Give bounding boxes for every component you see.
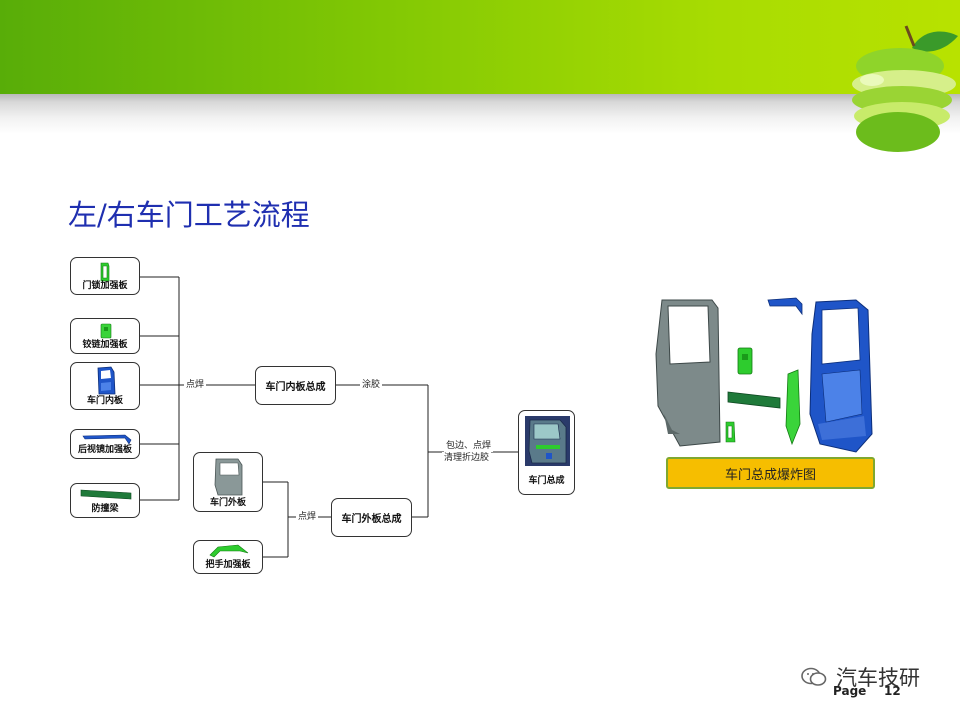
part-node-door-outer-panel: 车门外板 <box>193 452 263 512</box>
hinge-reinforcement-part-icon <box>100 323 112 339</box>
part-node-mirror-reinforcement: 后视镜加强板 <box>70 429 140 459</box>
process-glue: 涂胶 <box>360 379 383 391</box>
watermark-text: 汽车技研 <box>836 666 920 690</box>
mirror-reinforcement-part <box>767 297 803 316</box>
page-number: 12 <box>884 684 901 698</box>
slide-title: 左/右车门工艺流程 <box>68 198 310 232</box>
part-node-door-inner-panel: 车门内板 <box>70 362 140 410</box>
wechat-icon <box>801 667 827 686</box>
process-weld-outer: 点焊 <box>296 511 319 523</box>
process-final-line2: 清理折边胶 <box>442 452 492 464</box>
process-weld-inner: 点焊 <box>184 379 207 391</box>
lock-reinforcement-part <box>725 421 736 443</box>
door-assembly-icon <box>525 416 570 466</box>
exploded-view-caption: 车门总成爆炸图 <box>666 457 875 489</box>
handle-reinforcement-part <box>785 369 801 446</box>
door-inner-panel-icon <box>97 366 116 395</box>
watermark: 汽车技研 <box>800 664 920 690</box>
door-exploded-view-image <box>655 297 873 453</box>
impact-beam-part <box>727 391 781 409</box>
final-assembly-node: 车门总成 <box>518 410 575 495</box>
hinge-reinforcement-part <box>737 347 753 375</box>
process-final-line1: 包边、点焊 <box>444 440 494 452</box>
apple-logo-icon <box>852 25 958 152</box>
page-label: Page <box>833 684 867 698</box>
door-outer-panel-icon <box>214 458 243 496</box>
part-node-hinge-reinforcement: 铰链加强板 <box>70 318 140 354</box>
header-shadow <box>0 94 960 134</box>
inner-assembly-node: 车门内板总成 <box>255 366 336 405</box>
header-band <box>0 0 960 94</box>
part-node-lock-reinforcement: 门锁加强板 <box>70 257 140 295</box>
mirror-reinforcement-part-icon <box>82 434 132 445</box>
outer-assembly-node: 车门外板总成 <box>331 498 412 537</box>
part-node-handle-reinforcement: 把手加强板 <box>193 540 263 574</box>
impact-beam-icon <box>80 489 132 500</box>
part-node-impact-beam: 防撞梁 <box>70 483 140 518</box>
lock-reinforcement-part-icon <box>100 262 110 282</box>
handle-reinforcement-part-icon <box>209 544 249 558</box>
